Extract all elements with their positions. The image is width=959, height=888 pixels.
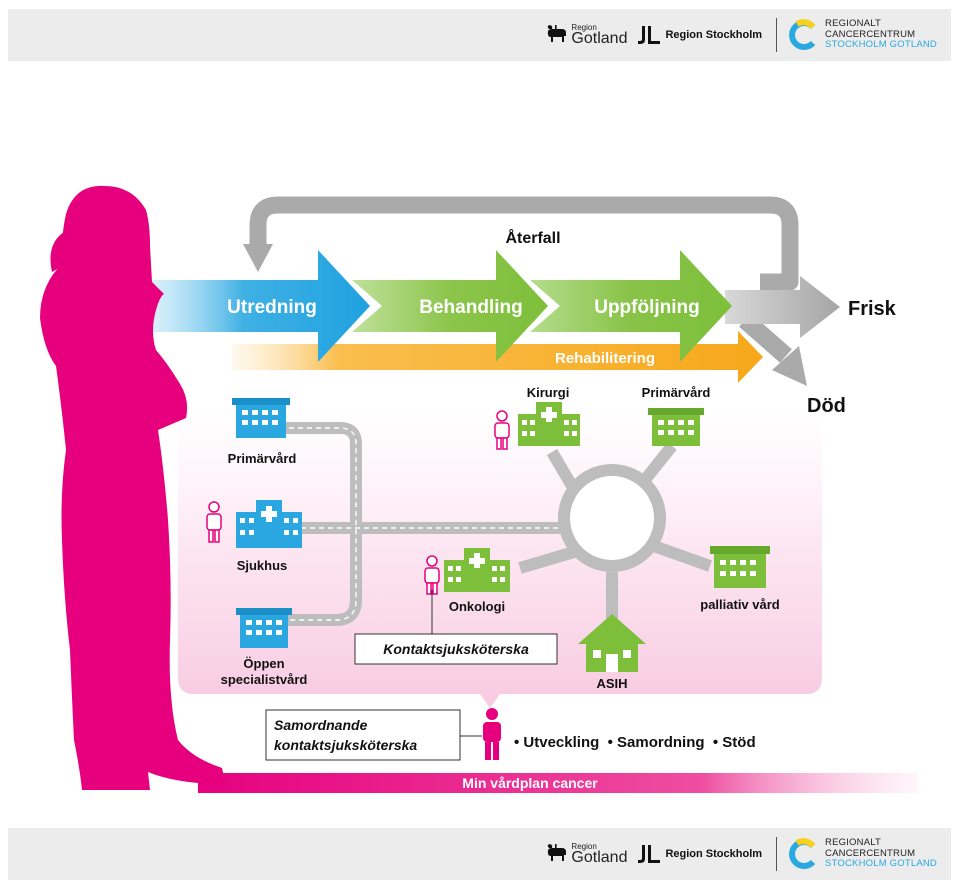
rcc-line-2: CANCERCENTRUM — [825, 28, 916, 40]
stage-label-utredning: Utredning — [227, 297, 317, 318]
relapse-label: Återfall — [505, 228, 560, 247]
nurse-icon-surgery — [494, 410, 510, 450]
outcome-death-label: Död — [807, 395, 846, 417]
road-center-lines — [280, 427, 560, 621]
label-surgery: Kirurgi — [527, 385, 570, 400]
region-big-label: Gotland — [571, 848, 628, 866]
healthy-arrow — [725, 276, 840, 338]
ram-icon — [548, 25, 567, 42]
patient-silhouette — [40, 185, 226, 790]
ram-icon — [548, 844, 567, 861]
contact-nurse-box — [354, 633, 558, 665]
rcc-line-1: REGIONALT — [825, 17, 882, 29]
header-logo-band: Region Gotland Region Stockholm REGIONAL… — [8, 9, 951, 61]
stage-label-behandling: Behandling — [419, 297, 522, 318]
region-big-label: Gotland — [571, 29, 628, 47]
stage-label-uppfoljning: Uppföljning — [594, 297, 700, 318]
rcc-line-3: STOCKHOLM GOTLAND — [825, 39, 937, 51]
stage-arrow-behandling — [352, 250, 548, 362]
logo-group: Region Gotland Region Stockholm REGIONAL… — [545, 834, 937, 874]
building-surgery — [518, 402, 580, 446]
stockholm-jl-icon — [638, 845, 661, 863]
building-palliative-care — [710, 546, 770, 588]
death-arrowhead — [772, 346, 807, 386]
label-open-care-line1: Öppen — [243, 656, 284, 671]
stage-arrow-uppfoljning — [530, 250, 732, 362]
building-primary-care-right — [648, 408, 704, 446]
label-hospital: Sjukhus — [237, 558, 288, 573]
roundabout — [558, 464, 666, 572]
region-stockholm-logo: Region Stockholm — [637, 845, 762, 863]
footer-logo-band: Region Gotland Region Stockholm REGIONAL… — [8, 828, 951, 880]
relapse-arrowhead — [243, 244, 273, 272]
logo-group: Region Gotland Region Stockholm REGIONAL… — [545, 15, 937, 55]
contact-nurse-label: Kontaktsjuksköterska — [383, 641, 529, 657]
building-hospital — [236, 500, 302, 548]
nurse-icon-oncology — [424, 555, 440, 595]
stockholm-label: Region Stockholm — [665, 29, 763, 41]
care-plan-label: Min vårdplan cancer — [462, 775, 598, 791]
relapse-loop-arrow — [249, 196, 799, 291]
rcc-line-1: REGIONALT — [825, 836, 882, 848]
stockholm-label: Region Stockholm — [665, 848, 763, 860]
region-small-label: Region — [571, 22, 597, 32]
region-stockholm-logo: Region Stockholm — [637, 26, 762, 44]
building-open-specialist-care — [236, 608, 292, 648]
label-asih: ASIH — [596, 676, 627, 691]
coordinating-nurse-line1: Samordnande — [274, 717, 368, 733]
coordinating-nurse-figure — [483, 708, 501, 760]
rcc-line-3: STOCKHOLM GOTLAND — [825, 858, 937, 870]
care-plan-bar — [198, 773, 918, 793]
label-palliative-care: palliativ vård — [700, 597, 780, 612]
coordinating-roles: • Utveckling • Samordning • Stöd — [514, 734, 756, 751]
label-open-care-line2: specialistvård — [221, 672, 308, 687]
rcc-c-icon — [789, 19, 816, 50]
building-oncology — [444, 548, 510, 592]
rcc-logo: REGIONALT CANCERCENTRUM STOCKHOLM GOTLAN… — [787, 836, 937, 871]
building-asih-house — [578, 614, 646, 672]
rehabilitation-label: Rehabilitering — [555, 350, 655, 367]
coordinating-nurse-line2: kontaktsjuksköterska — [274, 737, 417, 753]
label-primary-care-right: Primärvård — [642, 385, 711, 400]
region-gotland-logo: Region Gotland — [545, 841, 628, 866]
rcc-logo: REGIONALT CANCERCENTRUM STOCKHOLM GOTLAN… — [787, 17, 937, 52]
outcome-healthy-label: Frisk — [848, 298, 897, 320]
logo-divider — [776, 837, 778, 871]
care-network-background — [178, 405, 822, 708]
death-arrow — [739, 313, 792, 363]
stage-arrow-utredning — [140, 250, 370, 362]
label-oncology: Onkologi — [449, 599, 505, 614]
coordinating-nurse-box — [265, 709, 461, 761]
region-small-label: Region — [571, 841, 597, 851]
region-gotland-logo: Region Gotland — [545, 22, 628, 47]
nurse-icon-hospital — [206, 501, 222, 543]
rcc-line-2: CANCERCENTRUM — [825, 847, 916, 859]
stockholm-jl-icon — [638, 26, 661, 44]
rcc-c-icon — [789, 838, 816, 869]
building-primary-care-left — [232, 398, 290, 438]
logo-divider — [776, 18, 778, 52]
label-primary-care-left: Primärvård — [228, 451, 297, 466]
